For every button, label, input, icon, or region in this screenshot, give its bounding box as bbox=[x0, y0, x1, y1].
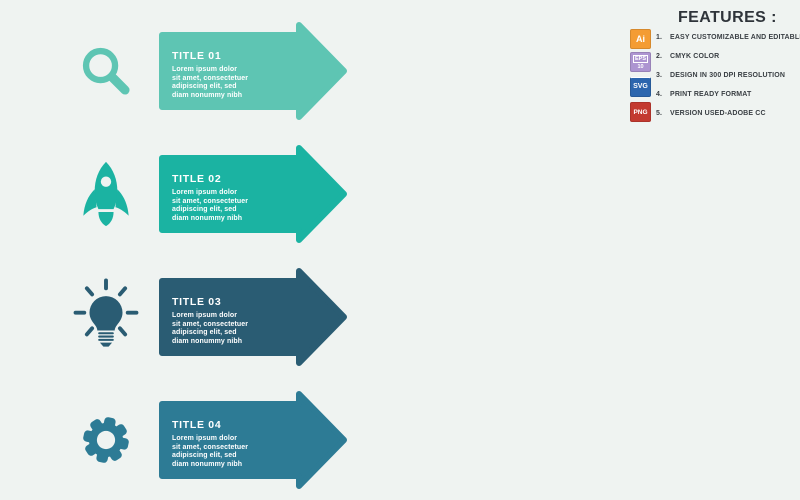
step-row-4: TITLE 04 Lorem ipsum dolor sit amet, con… bbox=[0, 391, 800, 489]
step-title: TITLE 04 bbox=[172, 419, 222, 431]
arrow-shape bbox=[159, 268, 347, 366]
png-file-icon: PNG bbox=[630, 102, 651, 122]
feature-item-2: 2.CMYK COLOR bbox=[656, 53, 720, 60]
step-description: Lorem ipsum dolor sit amet, consectetuer… bbox=[172, 312, 249, 345]
arrow-shape bbox=[159, 22, 347, 120]
step-description: Lorem ipsum dolor sit amet, consectetuer… bbox=[172, 66, 249, 99]
step-text-block: TITLE 03 Lorem ipsum dolor sit amet, con… bbox=[172, 296, 282, 346]
step-text-block: TITLE 01 Lorem ipsum dolor sit amet, con… bbox=[172, 50, 282, 100]
step-title: TITLE 03 bbox=[172, 296, 222, 308]
step-row-1: TITLE 01 Lorem ipsum dolor sit amet, con… bbox=[0, 22, 800, 120]
feature-item-5: 5.VERSION USED-ADOBE CC bbox=[656, 110, 766, 117]
feature-item-3: 3.DESIGN IN 300 DPI RESOLUTION bbox=[656, 72, 786, 79]
step-row-3: TITLE 03 Lorem ipsum dolor sit amet, con… bbox=[0, 268, 800, 366]
step-description: Lorem ipsum dolor sit amet, consectetuer… bbox=[172, 189, 249, 222]
step-title: TITLE 02 bbox=[172, 173, 222, 185]
features-panel: FEATURES : Ai EPS 10 SVG PNG 1.EASY CUST… bbox=[628, 8, 800, 128]
feature-item-4: 4.PRINT READY FORMAT bbox=[656, 91, 752, 98]
step-description: Lorem ipsum dolor sit amet, consectetuer… bbox=[172, 435, 249, 468]
step-row-2: TITLE 02 Lorem ipsum dolor sit amet, con… bbox=[0, 145, 800, 243]
step-title: TITLE 01 bbox=[172, 50, 222, 62]
eps-file-icon: EPS 10 bbox=[630, 52, 651, 72]
arrow-shape bbox=[159, 391, 347, 489]
gear-icon bbox=[64, 391, 148, 489]
features-heading: FEATURES : bbox=[678, 9, 777, 26]
step-text-block: TITLE 04 Lorem ipsum dolor sit amet, con… bbox=[172, 419, 282, 469]
ai-file-icon: Ai bbox=[630, 29, 651, 49]
search-icon bbox=[64, 22, 148, 120]
feature-item-1: 1.EASY CUSTOMIZABLE AND EDITABLE bbox=[656, 34, 800, 41]
rocket-icon bbox=[64, 145, 148, 243]
svg-file-icon: SVG bbox=[630, 77, 651, 97]
step-text-block: TITLE 02 Lorem ipsum dolor sit amet, con… bbox=[172, 173, 282, 223]
lightbulb-icon bbox=[64, 268, 148, 366]
arrow-shape bbox=[159, 145, 347, 243]
